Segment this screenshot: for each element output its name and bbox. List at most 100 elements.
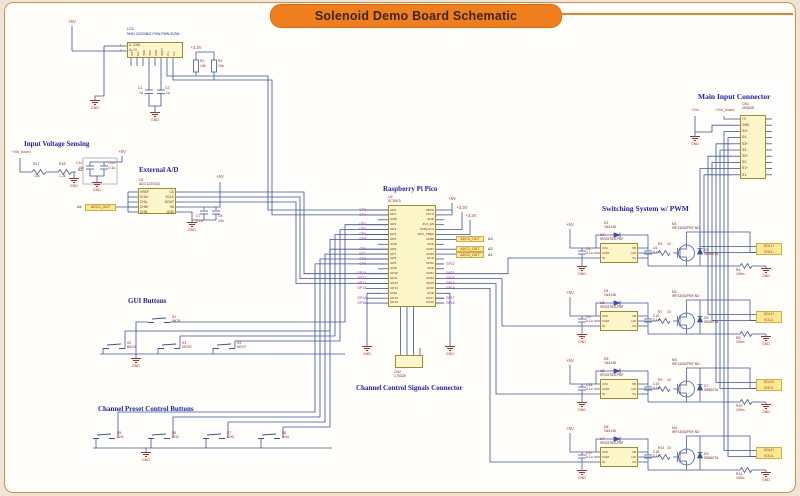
preset-button-label: S7 CH3 xyxy=(227,431,234,440)
net-label-adc3-out: ADC3_OUT xyxy=(85,203,116,211)
s4-function: NEXT xyxy=(237,344,247,349)
button-s1-label: S1 INCR xyxy=(172,315,180,324)
preset-button-label: S5 CH1 xyxy=(117,431,124,440)
pico-pin-name: GND xyxy=(427,290,434,295)
u3-ref: U3 xyxy=(388,195,393,199)
net-label-gp: GP6 xyxy=(359,246,366,251)
net-label-gp: GP5 xyxy=(359,237,366,241)
title-banner: Solenoid Demo Board Schematic xyxy=(270,4,562,28)
driver-pin-vs: VS xyxy=(631,323,636,328)
pico-pin-name: GND xyxy=(390,241,397,246)
pico-pin-name: GP8 xyxy=(390,256,397,261)
preset-function: CH4 xyxy=(282,434,289,439)
c12-ref: C12 xyxy=(108,161,115,165)
driver-part: IRS25752LPBF xyxy=(600,237,624,241)
ad-pin-name: GND xyxy=(166,209,174,214)
driver-pin-vcc: VCC xyxy=(602,313,609,318)
preset-buttons-row: S5 CH1 S6 CH2 S7 CH3 S8 CH4 xyxy=(93,431,313,440)
r1-ref: R1 xyxy=(200,59,205,63)
sense-resistor-ref: R10 xyxy=(736,404,743,408)
r18-value: 1.2k xyxy=(59,174,66,178)
driver-part: IRS25752LPBF xyxy=(600,305,624,309)
gnd-label: GND xyxy=(142,457,150,462)
channel-wires xyxy=(569,229,767,270)
pico-pin-name: GND xyxy=(427,217,434,222)
gate-resistor-value: 10 xyxy=(667,242,671,246)
flyback-diode-part: SB560TA xyxy=(704,456,719,460)
switching-channel: +5V C9 0.1u D4 1N4148 U5 IRS25752LPBF VC… xyxy=(560,289,798,358)
pico-pin-name: GP26 xyxy=(426,251,434,256)
power-flag-5v: +5V xyxy=(68,19,76,24)
s2-ref: S2 xyxy=(127,341,132,345)
sense-resistor-value: 100m xyxy=(736,476,745,480)
net-label-gp: GP17 xyxy=(446,295,455,300)
switching-channel: +5V C17 0.1u D8 1N4148 U7 IRS25752LPBF V… xyxy=(560,425,798,494)
c2-value: 1u xyxy=(166,90,170,95)
driver-ref: U7 xyxy=(600,437,605,441)
net-label-gp: GP22 xyxy=(446,261,455,266)
cn1-pin-name: S2- xyxy=(742,160,748,165)
net-label-solenoid-output: SOL4+ SOL4- xyxy=(756,447,782,459)
pushbutton-symbol xyxy=(258,432,280,440)
r1-value: 10k xyxy=(200,63,206,68)
pico-pin-name: GP19 xyxy=(426,280,434,285)
cn1-pin-name: S1+ xyxy=(742,166,748,171)
gnd-label: GND xyxy=(578,407,586,412)
power-flag-vin: +Vin xyxy=(691,108,699,112)
gnd-symbol: GND xyxy=(140,452,152,464)
net-label-solenoid-output: SOL3+ SOL3- xyxy=(756,379,782,391)
cn1-pin-name: S4- xyxy=(742,135,748,140)
pico-pin-name: GP0 xyxy=(390,207,397,212)
solenoid-out-minus: SOL2- xyxy=(764,317,774,322)
net-a4: A4 xyxy=(77,204,82,209)
section-title-gui-buttons: GUI Buttons xyxy=(128,297,167,305)
pushbutton-symbol xyxy=(103,342,125,350)
cap2-value: 0.1u xyxy=(653,250,660,254)
boot-diode-ref: D8 xyxy=(604,425,609,429)
lcd-pin-name: A, +V xyxy=(129,48,138,52)
cap1-value: 0.1u xyxy=(586,387,593,391)
gnd-label: GND xyxy=(578,271,586,276)
pico-pin-name: GP9 xyxy=(390,261,397,266)
cap2-ref: C14 xyxy=(653,382,660,386)
solenoid-out-minus: SOL3- xyxy=(764,385,774,390)
preset-function: CH3 xyxy=(227,434,234,439)
banner-rule xyxy=(560,13,793,15)
gate-driver-chip xyxy=(600,243,638,263)
flyback-diode-ref: D3 xyxy=(704,248,709,252)
power-flag-5v-channel: +5V xyxy=(566,222,574,227)
cn1-pin-name: S2+ xyxy=(742,154,748,159)
r18-ref: R18 xyxy=(59,162,66,166)
net-label-gp: GP12 xyxy=(357,281,366,286)
lcd-pin1-number: 1 xyxy=(120,43,122,47)
channel-wires xyxy=(569,433,767,474)
pico-pin-name: GP11 xyxy=(390,275,398,280)
net-label-gp: GP16 xyxy=(446,300,455,305)
sense-resistor-ref: R8 xyxy=(736,336,741,340)
gnd-symbol: GND xyxy=(89,100,101,112)
net-a1-pico: A1 xyxy=(488,253,493,258)
net-label-adc2-out: ADC2_OUT xyxy=(456,252,484,259)
driver-ref: U6 xyxy=(600,369,605,373)
cap2-value: 0.1u xyxy=(653,318,660,322)
flyback-diode-part: SB560TA xyxy=(704,320,719,324)
preset-ref: S8 xyxy=(282,431,287,435)
power-flag-5v-channel: +5V xyxy=(566,426,574,431)
s1-ref: S1 xyxy=(172,315,177,319)
driver-pin-vs: VS xyxy=(631,391,636,396)
pico-pin-name: 3V3(OUT) xyxy=(419,227,434,232)
net-label-adc1-out: ADC1_OUT xyxy=(456,246,484,253)
mosfet-part: IRF1405ZPBF-ND xyxy=(672,362,700,366)
mosfet-ref: M3 xyxy=(672,358,677,362)
boot-diode-part: 1N4148 xyxy=(604,429,616,433)
c1-value: 1u xyxy=(139,90,143,95)
power-flag-3v3: +3.3V xyxy=(190,45,202,50)
net-label-gp: GP14 xyxy=(357,295,366,300)
pico-chip xyxy=(388,205,436,307)
pushbutton-symbol xyxy=(148,316,170,324)
c11-value: 10n xyxy=(78,165,84,170)
net-label-gp: GP21 xyxy=(446,271,455,276)
